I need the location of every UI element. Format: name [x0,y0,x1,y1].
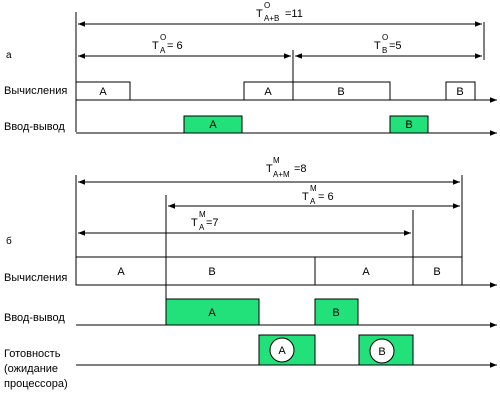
label-b-ta6: T M A = 6 [302,184,334,206]
svg-text:= 6: = 6 [167,40,183,52]
compute-seg-b-2: B [165,256,316,286]
svg-text:A: A [209,119,217,131]
svg-text:A: A [278,345,286,357]
svg-text:A: A [99,86,107,98]
row-label-compute-a: Вычисления [4,85,67,97]
compute-seg-a-4: B [445,81,476,101]
svg-text:T: T [152,40,159,52]
svg-text:A: A [208,307,216,319]
compute-seg-a-3: B [292,81,391,101]
svg-text:O: O [264,1,270,10]
io-seg-a-1: A [183,115,243,134]
svg-text:=5: =5 [389,40,402,52]
row-label-compute-b: Вычисления [4,272,67,284]
ready-seg-b-2: B [358,334,414,366]
svg-text:= 6: = 6 [318,191,334,203]
row-label-io-b: Ввод-вывод [4,312,65,324]
svg-text:A+M: A+M [273,170,290,179]
io-seg-b-2: B [314,298,359,326]
label-a-ta: T O A = 6 [152,33,183,55]
svg-text:процессора): процессора) [4,378,68,390]
svg-text:B: B [378,346,385,358]
svg-text:T: T [191,217,198,229]
svg-text:A: A [199,223,205,232]
svg-text:O: O [160,33,166,42]
compute-seg-b-4: B [412,256,463,286]
svg-text:B: B [433,266,440,278]
svg-text:M: M [199,210,206,219]
label-a-total: T O A+B =11 [256,1,303,23]
row-label-ready: Готовность (ожидание процессора) [4,348,68,390]
svg-text:B: B [382,46,387,55]
svg-text:M: M [310,184,317,193]
svg-text:T: T [256,8,263,20]
svg-text:A: A [264,86,272,98]
label-b-total: T M A+M =8 [266,156,307,179]
panel-label-a: а [6,50,12,61]
io-seg-b-1: A [165,298,260,326]
svg-text:Готовность: Готовность [4,348,61,360]
label-a-tb: T O B =5 [374,33,402,55]
svg-text:(ожидание: (ожидание [4,363,58,375]
svg-text:A: A [362,266,370,278]
label-b-ta7: T M A =7 [191,210,219,232]
io-seg-a-2: B [389,115,429,134]
svg-text:O: O [382,33,388,42]
svg-text:M: M [273,156,280,165]
compute-seg-a-1: A [75,81,131,101]
compute-seg-a-2: A [243,81,294,101]
svg-text:A: A [310,197,316,206]
svg-text:B: B [332,307,339,319]
svg-text:T: T [374,40,381,52]
panel-label-b: б [6,235,12,247]
svg-text:B: B [337,86,344,98]
svg-text:B: B [405,119,412,131]
compute-seg-b-1: A [75,256,167,286]
compute-seg-b-3: A [314,256,414,286]
svg-text:A: A [160,46,166,55]
svg-text:=7: =7 [206,217,219,229]
svg-text:A: A [117,266,125,278]
svg-text:T: T [302,191,309,203]
ready-seg-b-1: A [258,334,316,366]
svg-text:A+B: A+B [264,14,279,23]
svg-text:B: B [456,86,463,98]
svg-text:B: B [208,266,215,278]
svg-text:=8: =8 [294,163,307,175]
svg-text:=11: =11 [285,8,303,20]
row-label-io-a: Ввод-вывод [4,121,65,133]
svg-text:T: T [266,163,273,175]
